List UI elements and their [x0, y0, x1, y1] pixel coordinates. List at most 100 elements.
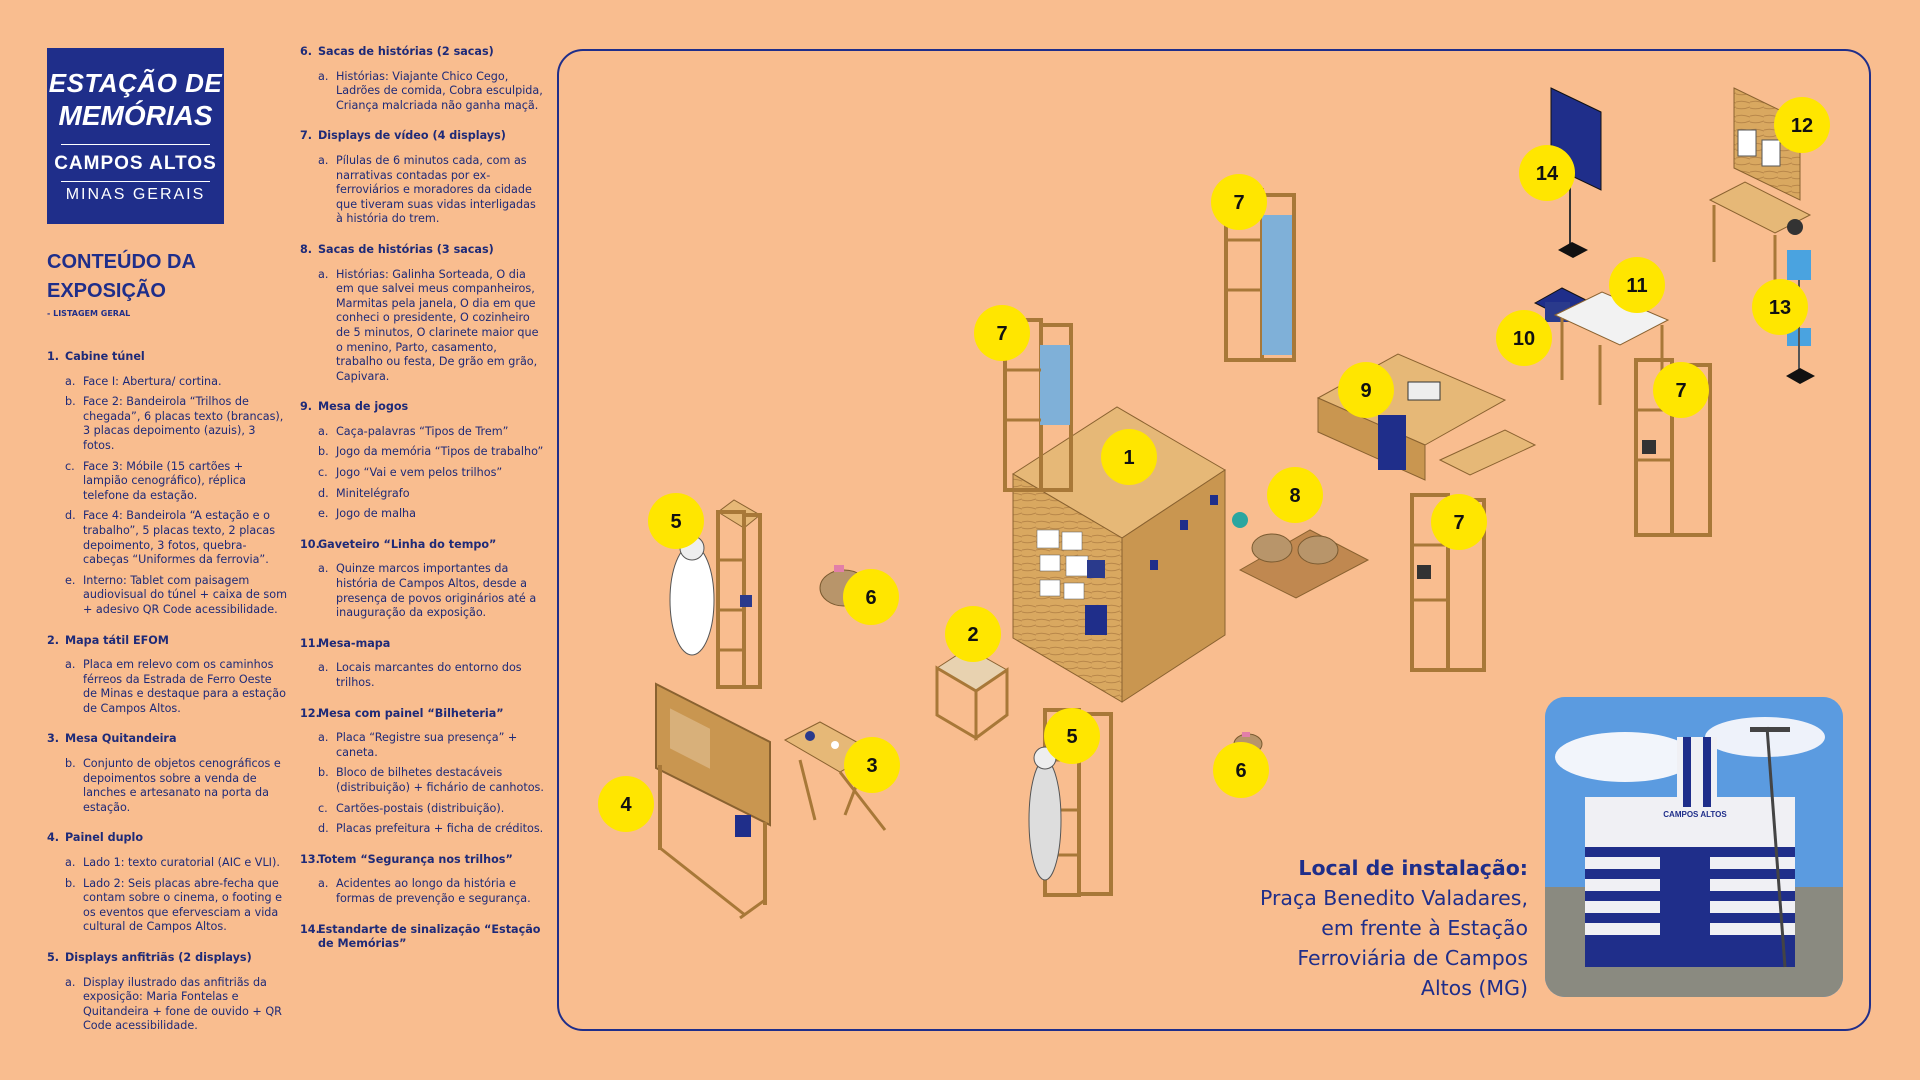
list-item: b.Jogo da memória “Tipos de trabalho”: [318, 445, 545, 460]
svg-text:11: 11: [1626, 275, 1647, 297]
station-illustration: CAMPOS ALTOS: [1545, 697, 1843, 997]
list-item: a. Histórias: Viajante Chico Cego, Ladrõe…: [318, 70, 545, 114]
section-number: 10.: [300, 537, 320, 551]
logo-line-3: CAMPOS ALTOS: [54, 153, 217, 174]
section-title-text: Sacas de histórias (2 sacas): [318, 45, 494, 58]
page-title: CONTEÚDO DA EXPOSIÇÃO: [47, 251, 196, 302]
item-marker: a.: [318, 267, 329, 281]
section-number: 7.: [300, 129, 313, 143]
section-title-text: Displays de vídeo (4 displays): [318, 129, 506, 143]
svg-text:3: 3: [866, 755, 877, 777]
svg-text:12: 12: [1791, 115, 1813, 137]
list-item: b. Conjunto de objetos cenográficos e dep…: [65, 757, 287, 815]
section-title: 2.Mapa tátil EFOM: [47, 634, 287, 649]
svg-text:13: 13: [1769, 297, 1791, 319]
page-subtitle: - LISTAGEM GERAL: [47, 309, 131, 318]
section-title-text: Totem “Segurança nos trilhos”: [318, 852, 513, 866]
section-number: 9.: [300, 400, 313, 414]
item-text: Quinze marcos importantes da história de…: [336, 562, 537, 620]
item-text: Lado 1: texto curatorial (AIC e VLI).: [83, 856, 280, 870]
svg-text:1: 1: [1123, 447, 1134, 469]
list-item: e.Interno: Tablet com paisagem audiovisu…: [65, 574, 287, 618]
logo-divider: [61, 144, 210, 145]
item-text: Interno: Tablet com paisagem audiovisual…: [83, 573, 287, 616]
item-marker: a.: [318, 661, 329, 675]
marker-6a: 6: [843, 569, 899, 625]
marker-5a: 5: [648, 493, 704, 549]
item-marker: d.: [318, 822, 329, 836]
item-marker: a.: [318, 69, 329, 83]
content-section: 3.Mesa Quitandeira b. Conjunto de objetos …: [47, 732, 287, 815]
marker-8: 8: [1267, 467, 1323, 523]
section-number: 11.: [300, 636, 320, 650]
section-title: 5. Displays anfitriãs (2 displays): [47, 951, 287, 966]
svg-text:5: 5: [1066, 726, 1077, 748]
content-section: 10.Gaveteiro “Linha do tempo”a.Quinze ma…: [300, 538, 545, 621]
section-title-text: Displays anfitriãs (2 displays): [65, 951, 252, 964]
logo-line-1: ESTAÇÃO DE: [48, 68, 223, 98]
item-text: Minitelégrafo: [336, 486, 410, 500]
list-item: a. Locais marcantes do entorno dos trilho…: [318, 661, 545, 690]
location-title: Local de instalação:: [1298, 856, 1528, 880]
content-section: 13.Totem “Segurança nos trilhos”a.Aciden…: [300, 853, 545, 907]
section-title: 14.Estandarte de sinalização “Estação de…: [300, 923, 545, 952]
section-title: 1.Cabine túnel: [47, 350, 287, 365]
list-item: e.Jogo de malha: [318, 507, 545, 522]
marker-1: 1: [1101, 429, 1157, 485]
exhibition-logo: ESTAÇÃO DE MEMÓRIAS CAMPOS ALTOS MINAS G…: [47, 48, 224, 224]
section-title-text: Gaveteiro “Linha do tempo”: [318, 537, 497, 551]
section-title: 4.Painel duplo: [47, 831, 287, 846]
logo-line-4: MINAS GERAIS: [65, 186, 206, 203]
list-item: d.Minitelégrafo: [318, 487, 545, 502]
section-title: 3.Mesa Quitandeira: [47, 732, 287, 747]
marker-7b: 7: [1211, 174, 1267, 230]
section-number: 14.: [300, 922, 320, 936]
list-item: c. Cartões-postais (distribuição).: [318, 802, 545, 817]
map-frame: [557, 49, 1871, 1031]
item-text: Acidentes ao longo da história e formas …: [336, 877, 531, 905]
list-item: a.Pílulas de 6 minutos cada, com as narr…: [318, 154, 545, 227]
section-title: 10.Gaveteiro “Linha do tempo”: [300, 538, 545, 553]
item-marker: b.: [65, 757, 76, 771]
marker-7a: 7: [974, 305, 1030, 361]
content-section: 2.Mapa tátil EFOM a.Placa em relevo com o…: [47, 634, 287, 717]
item-text: Placa “Registre sua presença” + caneta.: [336, 731, 518, 759]
svg-text:7: 7: [1453, 512, 1464, 534]
item-text: Conjunto de objetos cenográficos e depoi…: [83, 757, 281, 814]
section-number: 8.: [300, 242, 313, 256]
section-title-text: Mesa com painel “Bilheteria”: [318, 706, 504, 720]
marker-13: 13: [1752, 279, 1808, 335]
section-number: 5.: [47, 951, 60, 964]
section-title-text: Estandarte de sinalização “Estação de Me…: [318, 922, 541, 951]
section-title: 8.Sacas de histórias (3 sacas): [300, 243, 545, 258]
content-section: 14.Estandarte de sinalização “Estação de…: [300, 923, 545, 952]
marker-5b: 5: [1044, 708, 1100, 764]
list-item: a.Placa em relevo com os caminhos férreo…: [65, 658, 287, 716]
item-marker: c.: [318, 801, 328, 815]
item-text: Cartões-postais (distribuição).: [336, 801, 505, 815]
item-marker: c.: [65, 459, 75, 473]
item-text: Jogo de malha: [336, 507, 416, 521]
item-text: Histórias: Viajante Chico Cego, Ladrões …: [336, 69, 543, 112]
section-title-text: Painel duplo: [65, 831, 144, 845]
section-number: 3.: [47, 732, 60, 746]
station-photo: CAMPOS ALTOS: [1545, 697, 1843, 997]
content-section: 5.Displays anfitriãs (2 displays)a.Displ…: [47, 951, 287, 1034]
marker-14: 14: [1519, 145, 1575, 201]
section-number: 6.: [300, 45, 313, 58]
content-section: 6. Sacas de histórias (2 sacas) a. História…: [300, 45, 545, 113]
list-item: a.Acidentes ao longo da história e forma…: [318, 877, 545, 906]
marker-7d: 7: [1653, 362, 1709, 418]
marker-3: 3: [844, 737, 900, 793]
section-title-text: Mesa-mapa: [318, 636, 391, 650]
item-marker: b.: [65, 395, 76, 409]
item-marker: a.: [65, 658, 76, 672]
content-section: 12.Mesa com painel “Bilheteria”a.Placa “…: [300, 707, 545, 837]
list-item: a.Placa “Registre sua presença” + caneta…: [318, 731, 545, 760]
list-item: b.Lado 2: Seis placas abre-fecha que con…: [65, 877, 287, 935]
item-text: Locais marcantes do entorno dos trilhos.: [336, 661, 522, 689]
content-section: 8.Sacas de histórias (3 sacas)a.História…: [300, 243, 545, 384]
item-text: Face 2: Bandeirola “Trilhos de chegada”,…: [83, 395, 284, 452]
